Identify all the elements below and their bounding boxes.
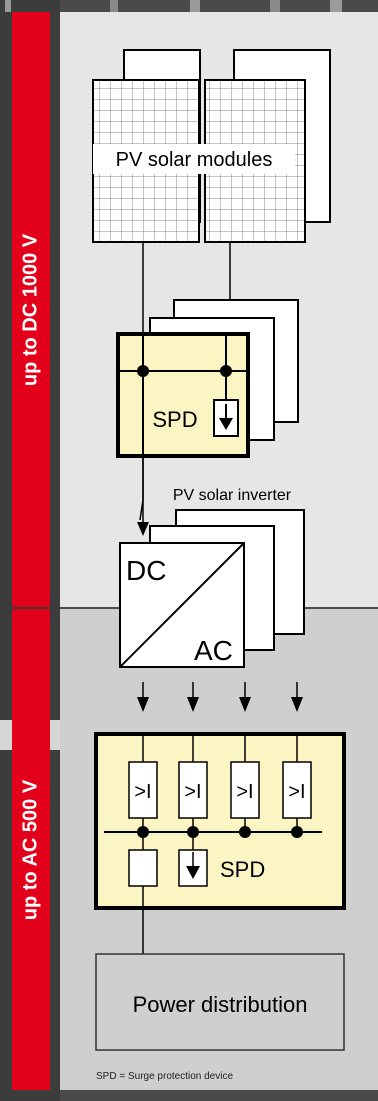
dc-spd-label: SPD (152, 407, 197, 432)
arrow-to-inverter (137, 522, 149, 536)
breaker-3-label: >I (236, 781, 253, 803)
inverter-title: PV solar inverter (173, 487, 292, 504)
breaker-1 (128, 761, 158, 819)
inverter-group: PV solar inverter DC AC (119, 487, 305, 668)
ac-spd-label: SPD (220, 857, 265, 882)
breaker-4 (282, 761, 312, 819)
pv-modules-group: PV solar modules (92, 49, 331, 243)
inverter-ac-label: AC (194, 635, 233, 666)
breaker-1-label: >I (134, 781, 151, 803)
ac-spd-group: >I >I >I >I SPD (94, 732, 346, 910)
inverter-dc-label: DC (126, 555, 166, 586)
power-distribution-label: Power distribution (133, 992, 308, 1017)
breaker-4-label: >I (288, 781, 305, 803)
breaker-2-label: >I (184, 781, 201, 803)
power-distribution-box (95, 953, 345, 1051)
pv-modules-label: PV solar modules (116, 149, 273, 171)
ac-arrows (137, 682, 303, 712)
ac-voltage-bar: up to AC 500 V (12, 609, 50, 1090)
dc-voltage-bar: up to DC 1000 V (12, 12, 50, 607)
dc-spd-group: SPD (116, 299, 299, 458)
breaker-2 (178, 761, 208, 819)
dc-spd-box (116, 332, 250, 458)
power-distribution-group: Power distribution (95, 953, 345, 1051)
ac-fuse-element (128, 849, 158, 887)
footnote: SPD = Surge protection device (96, 1071, 234, 1082)
breaker-3 (230, 761, 260, 819)
